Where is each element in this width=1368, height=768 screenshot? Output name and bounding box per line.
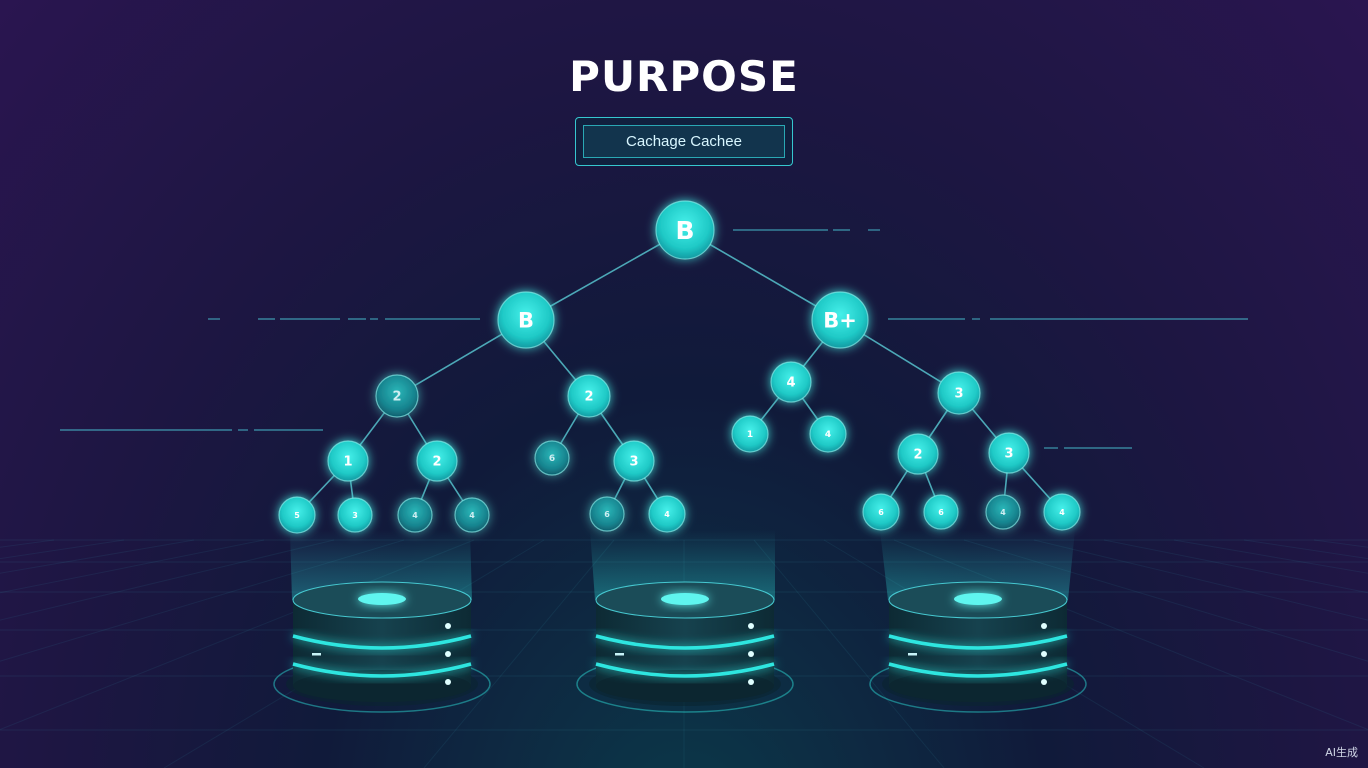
tree-node-root: B: [655, 200, 715, 260]
db-right: [869, 581, 1087, 713]
tree-node-label: 4: [1000, 508, 1006, 517]
db-center: [576, 581, 794, 713]
decorative-lines: [60, 229, 1248, 449]
tree-node-label: B: [518, 309, 534, 333]
tree-node-r2b: 3: [937, 371, 981, 415]
tree-node-rf1: 6: [862, 493, 900, 531]
tree-node-label: 6: [604, 510, 610, 519]
tree-node-label: 4: [825, 430, 831, 440]
tree-node-label: 4: [469, 511, 475, 520]
tree-node-r3c: 2: [897, 433, 939, 475]
tree-node-rf4: 4: [1043, 493, 1081, 531]
tree-node-l2a: 2: [375, 374, 419, 418]
tree-node-label: 1: [747, 430, 753, 440]
tree-node-lf5: 6: [589, 496, 625, 532]
tree-node-lf4: 4: [454, 497, 490, 533]
tree-node-label: 6: [549, 454, 555, 464]
edge-root-l1: [525, 229, 686, 321]
tree-node-label: 2: [913, 448, 922, 463]
cache-badge-label: Cachage Cachee: [583, 125, 785, 158]
tree-node-r3a: 1: [731, 415, 769, 453]
tree-node-l2b: 2: [567, 374, 611, 418]
tree-node-label: 2: [584, 390, 593, 405]
page-title: PURPOSE: [569, 52, 799, 101]
tree-node-rf2: 6: [923, 494, 959, 530]
tree-node-l3b: 2: [416, 440, 458, 482]
tree-node-label: 2: [432, 455, 441, 470]
db-left: [273, 581, 491, 713]
tree-node-label: 3: [954, 387, 963, 402]
edge-root-r1: [684, 229, 841, 321]
tree-node-label: B+: [823, 309, 857, 333]
tree-node-lf1: 5: [278, 496, 316, 534]
tree-node-label: 2: [392, 390, 401, 405]
tree-node-l3d: 3: [613, 440, 655, 482]
light-beams: [290, 530, 1075, 600]
tree-node-r1: B+: [811, 291, 869, 349]
tree-node-label: 5: [294, 511, 300, 520]
cache-badge[interactable]: Cachage Cachee: [575, 117, 793, 166]
tree-node-label: 3: [629, 455, 638, 470]
tree-node-label: 4: [412, 511, 418, 520]
tree-node-rf3: 4: [985, 494, 1021, 530]
tree-node-lf3: 4: [397, 497, 433, 533]
watermark: AI生成: [1325, 746, 1358, 759]
tree-node-lf2: 3: [337, 497, 373, 533]
tree-node-r2a: 4: [770, 361, 812, 403]
tree-nodes: B B B+ 2 2 4 3 1 2 6 3 1 4 2 3 5 3 4 4 6 4 6 6 4 4: [278, 200, 1081, 534]
tree-node-l3a: 1: [327, 440, 369, 482]
databases: [273, 581, 1087, 713]
tree-node-label: 3: [1004, 447, 1013, 462]
tree-node-r3d: 3: [988, 432, 1030, 474]
tree-node-label: B: [675, 216, 694, 245]
tree-node-label: 3: [352, 511, 358, 520]
tree-node-label: 4: [1059, 508, 1065, 517]
tree-node-l1: B: [497, 291, 555, 349]
tree-node-l3c: 6: [534, 440, 570, 476]
tree-node-r3b: 4: [809, 415, 847, 453]
tree-node-label: 1: [343, 455, 352, 470]
tree-node-lf6: 4: [648, 495, 686, 533]
tree-node-label: 6: [938, 508, 944, 517]
tree-node-label: 6: [878, 508, 884, 517]
tree-edges: [296, 229, 1063, 516]
tree-node-label: 4: [664, 510, 670, 519]
tree-node-label: 4: [786, 376, 795, 391]
